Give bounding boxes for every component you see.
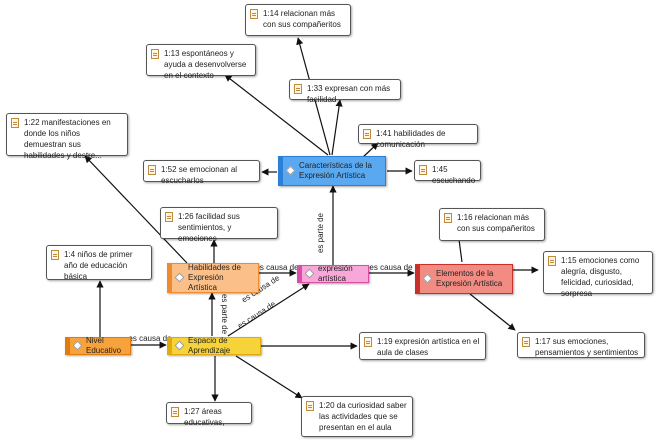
quote-1-16[interactable]: 1:16 relacionan más con sus compañeritos bbox=[439, 208, 545, 241]
document-icon bbox=[151, 49, 159, 59]
document-icon bbox=[148, 165, 156, 175]
quote-1-17[interactable]: 1:17 sus emociones, pensamientos y senti… bbox=[517, 332, 645, 358]
code-icon bbox=[304, 268, 315, 279]
code-elementos[interactable]: Elementos de la Expresión Artística bbox=[415, 264, 513, 294]
quote-text: 1:26 facilidad sus sentimientos, y emoci… bbox=[178, 212, 240, 243]
code-label: Características de la Expresión Artístic… bbox=[299, 161, 372, 180]
quote-1-45[interactable]: 1:45 escuchando bbox=[414, 160, 481, 185]
quote-1-15[interactable]: 1:15 emociones como alegría, disgusto, f… bbox=[543, 251, 653, 298]
quote-1-41[interactable]: 1:41 habilidades de comunicación bbox=[358, 124, 478, 149]
quote-text: 1:20 da curiosidad saber las actividades… bbox=[319, 401, 407, 432]
document-icon bbox=[51, 250, 59, 260]
edge-habil-q22 bbox=[84, 155, 188, 264]
quote-text: 1:33 expresan con más facilidad bbox=[307, 84, 391, 104]
code-espacio-aprendizaje[interactable]: Espacio de Aprendizaje bbox=[167, 336, 261, 355]
quote-1-13[interactable]: 1:13 espontáneos y ayuda a desenvolverse… bbox=[146, 44, 256, 80]
quote-text: 1:15 emociones como alegría, disgusto, f… bbox=[561, 256, 640, 298]
quote-1-14[interactable]: 1:14 relacionan más con sus compañeritos bbox=[245, 4, 351, 36]
code-label: expresión artística bbox=[318, 264, 353, 283]
code-label: Elementos de la Expresión Artística bbox=[436, 269, 503, 288]
quote-1-19[interactable]: 1:19 expresión artística en el aula de c… bbox=[359, 332, 486, 360]
quote-1-33[interactable]: 1:33 expresan con más facilidad bbox=[289, 79, 401, 104]
quote-text: 1:17 sus emociones, pensamientos y senti… bbox=[535, 337, 639, 357]
label-expresion-elementos: es causa de bbox=[369, 263, 413, 272]
quote-text: 1:14 relacionan más con sus compañeritos bbox=[263, 9, 341, 29]
document-icon bbox=[548, 256, 556, 266]
quote-text: 1:13 espontáneos y ayuda a desenvolverse… bbox=[164, 49, 247, 80]
quote-1-22[interactable]: 1:22 manifestaciones en donde los niños … bbox=[6, 113, 128, 160]
label-expresion-caract: es parte de bbox=[316, 212, 325, 253]
quote-text: 1:41 habilidades de comunicación bbox=[376, 129, 446, 149]
label-habil-expresion: es causa de bbox=[255, 263, 299, 272]
quote-text: 1:27 áreas educativas, bbox=[184, 407, 225, 427]
code-label: Espacio de Aprendizaje bbox=[188, 336, 231, 355]
quote-text: 1:45 escuchando bbox=[432, 165, 476, 185]
quote-1-27[interactable]: 1:27 áreas educativas, bbox=[166, 402, 252, 427]
quote-1-20[interactable]: 1:20 da curiosidad saber las actividades… bbox=[301, 396, 413, 437]
document-icon bbox=[444, 213, 452, 223]
document-icon bbox=[171, 407, 179, 417]
label-espacio-expresion: es causa de bbox=[236, 299, 278, 330]
document-icon bbox=[11, 118, 19, 128]
document-icon bbox=[419, 165, 427, 175]
code-icon bbox=[174, 340, 185, 351]
edge-elem-q17 bbox=[469, 293, 516, 331]
code-habilidades[interactable]: Habilidades de Expresión Artística bbox=[167, 263, 259, 293]
quote-text: 1:16 relacionan más con sus compañeritos bbox=[457, 213, 535, 233]
edge-espacio-expresion bbox=[227, 283, 310, 337]
code-nivel-educativo[interactable]: Nivel Educativo bbox=[65, 336, 131, 355]
code-caracteristicas[interactable]: Características de la Expresión Artístic… bbox=[278, 156, 386, 186]
document-icon bbox=[294, 84, 302, 94]
document-icon bbox=[363, 129, 371, 139]
edge-caract-q41 bbox=[361, 142, 379, 159]
label-nivel-espacio: es causa de bbox=[128, 334, 172, 343]
code-icon bbox=[422, 273, 433, 284]
edge-caract-q33 bbox=[331, 99, 343, 156]
quote-text: 1:52 se emocionan al escucharlos bbox=[161, 165, 238, 185]
code-icon bbox=[72, 340, 83, 351]
code-label: Nivel Educativo bbox=[86, 336, 122, 355]
edge-caract-q13 bbox=[224, 74, 329, 156]
document-icon bbox=[250, 9, 258, 19]
quote-text: 1:19 expresión artística en el aula de c… bbox=[377, 337, 480, 357]
quote-1-4[interactable]: 1:4 niños de primer año de educación bás… bbox=[46, 245, 152, 281]
edge-espacio-q20 bbox=[235, 355, 303, 399]
quote-text: 1:22 manifestaciones en donde los niños … bbox=[24, 118, 111, 160]
quote-1-52[interactable]: 1:52 se emocionan al escucharlos bbox=[143, 160, 260, 185]
code-expresion-artistica[interactable]: expresión artística bbox=[297, 264, 369, 283]
label-espacio-habil: es parte de bbox=[220, 294, 229, 335]
document-icon bbox=[364, 337, 372, 347]
document-icon bbox=[306, 401, 314, 411]
document-icon bbox=[165, 212, 173, 222]
quote-text: 1:4 niños de primer año de educación bás… bbox=[64, 250, 133, 281]
quote-1-26[interactable]: 1:26 facilidad sus sentimientos, y emoci… bbox=[160, 207, 278, 243]
document-icon bbox=[522, 337, 530, 347]
code-icon bbox=[285, 165, 296, 176]
code-icon bbox=[174, 272, 185, 283]
code-label: Habilidades de Expresión Artística bbox=[188, 263, 241, 292]
